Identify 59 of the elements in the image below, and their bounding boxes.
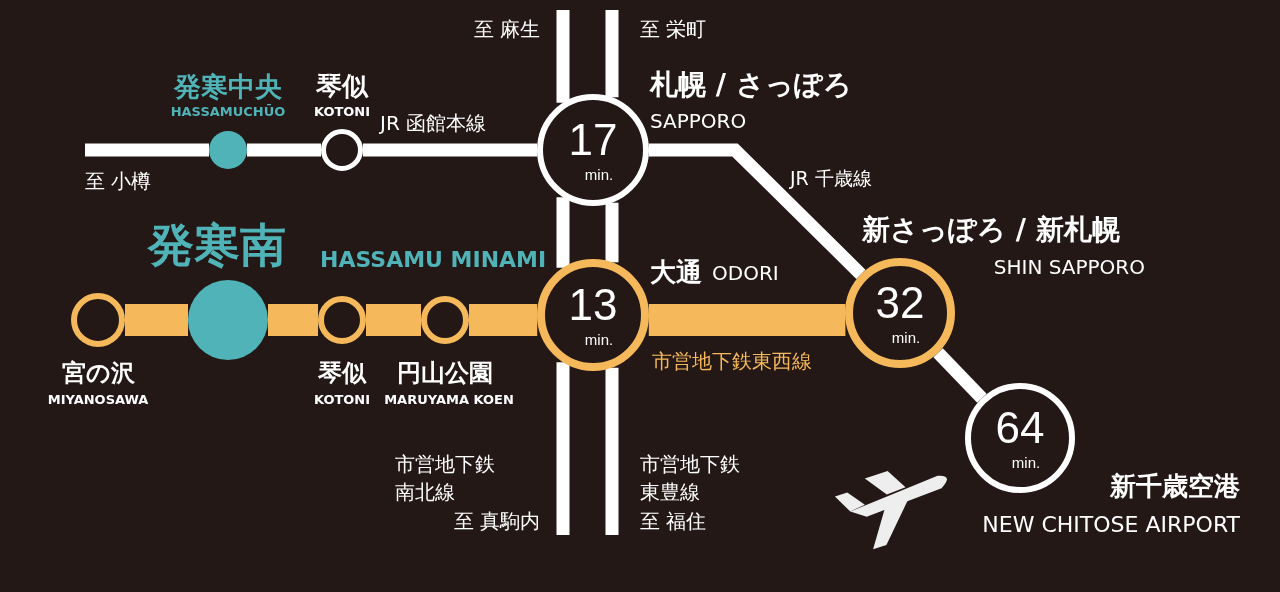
station-reading: HASSAMUCHŪO [170,105,286,120]
rail-line [556,10,570,103]
rail-line [605,367,619,535]
minutes-number: 13 [568,281,618,330]
rail-line [366,304,421,336]
station-reading: KOTONI [313,393,371,408]
direction-label: 至 真駒内 [453,510,540,532]
station-name: 札幌 / さっぽろ [650,70,852,101]
station-reading: KOTONI [313,105,371,120]
station-name: 円山公園 [397,360,493,387]
station-name: 琴似 [316,72,368,101]
line-name: JR 千歳線 [790,168,872,189]
station-name: 発寒中央 [174,72,282,102]
station-circle [421,296,469,344]
rail-line [605,10,619,98]
rail-line [125,304,188,336]
minutes-unit: min. [891,330,921,347]
minutes-number: 64 [995,404,1045,453]
rail-line [649,143,866,279]
rail-line [556,362,570,535]
line-name: 市営地下鉄東豊線 [640,451,741,506]
station-circle [209,131,247,169]
station-reading: HASSAMU MINAMI [320,248,547,273]
station-name: 新さっぽろ / 新札幌 [862,215,1120,246]
rail-line [85,143,209,157]
station-reading: SAPPORO [650,110,747,132]
station-circle [321,129,363,171]
direction-label: 至 小樽 [85,170,152,192]
station-circle [318,296,366,344]
station-reading: NEW CHITOSE AIRPORT [982,513,1240,538]
rail-line [933,348,987,403]
rail-line [556,197,570,268]
minutes-unit: min. [1011,455,1041,472]
rail-line [363,143,537,157]
direction-label: 至 栄町 [640,18,707,40]
station-name: 大通 [650,258,702,287]
minutes-unit: min. [584,167,614,184]
station-circle [71,293,125,347]
station-name: 発寒南 [148,220,286,271]
line-name: 市営地下鉄南北線 [395,451,496,506]
minutes-number: 32 [875,279,925,328]
station-reading: ODORI [712,262,779,284]
station-reading: MARUYAMA KOEN [384,393,514,408]
station-reading: SHIN SAPPORO [993,256,1145,278]
minutes-unit: min. [584,332,614,349]
station-name: 新千歳空港 [1110,472,1240,501]
station-name: 琴似 [318,360,366,387]
direction-label: 至 福住 [640,510,707,532]
station-reading: MIYANOSAWA [47,393,149,408]
station-name: 宮の沢 [61,360,135,387]
rail-line [648,304,846,336]
rail-line [247,143,321,157]
line-name: JR 函館本線 [380,112,487,134]
line-name: 市営地下鉄東西線 [652,350,812,372]
rail-line [268,304,318,336]
rail-line [469,304,538,336]
rail-line [605,202,619,263]
minutes-number: 17 [568,116,618,165]
direction-label: 至 麻生 [473,18,540,40]
